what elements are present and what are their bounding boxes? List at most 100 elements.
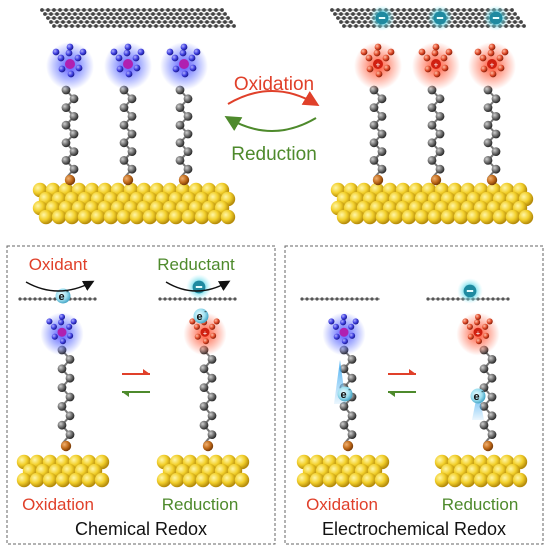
head-atom <box>352 318 359 325</box>
graphene-atom <box>148 8 152 12</box>
graphene-atom <box>70 24 74 28</box>
graphene-atom <box>396 24 400 28</box>
graphene-atom <box>85 12 89 16</box>
electron-label: e <box>196 311 202 323</box>
gold-atom <box>499 472 515 488</box>
carbon-atom <box>347 430 357 439</box>
graphene-atom <box>136 24 140 28</box>
electrochemical-left-gold-surface <box>296 454 390 488</box>
graphene-atom <box>46 16 50 20</box>
graphene-atom <box>420 24 424 28</box>
radical-center <box>179 59 189 69</box>
head-atom <box>423 54 431 62</box>
gold-atom <box>322 472 338 488</box>
graphene-atom <box>516 16 520 20</box>
head-atom <box>466 323 473 330</box>
radical-center <box>431 59 441 69</box>
graphene-atom <box>91 20 95 24</box>
carbon-atom <box>427 138 437 148</box>
graphene-atom <box>168 297 172 301</box>
graphene-atom <box>55 12 59 16</box>
gold-atom <box>453 209 469 225</box>
graphene-atom <box>226 16 230 20</box>
top-right-chain-3 <box>483 85 501 186</box>
head-atom <box>179 49 187 57</box>
electron-label: e <box>473 391 479 403</box>
graphene-atom <box>183 297 187 301</box>
graphene-atom <box>330 8 334 12</box>
carbon-atom <box>207 411 217 421</box>
graphene-atom <box>172 24 176 28</box>
radical-center <box>487 59 497 69</box>
gold-atom <box>94 472 110 488</box>
graphene-atom <box>58 8 62 12</box>
chemical-oxidation-label: Oxidation <box>22 495 94 514</box>
graphene-atom <box>190 24 194 28</box>
graphene-atom <box>208 24 212 28</box>
graphene-atom <box>64 8 68 12</box>
graphene-atom <box>366 16 370 20</box>
gold-atom <box>220 209 236 225</box>
carbon-atom <box>69 94 79 104</box>
graphene-atom <box>79 20 83 24</box>
graphene-atom <box>354 24 358 28</box>
head-atom <box>58 65 66 73</box>
head-atom <box>50 323 57 330</box>
gold-atom <box>81 472 97 488</box>
head-atom <box>341 338 348 345</box>
head-atom <box>79 48 87 56</box>
carbon-atom <box>183 129 193 139</box>
graphene-atom <box>226 24 230 28</box>
graphene-atom <box>342 24 346 28</box>
gold-atom <box>55 472 71 488</box>
graphene-atom <box>423 12 427 16</box>
carbon-atom <box>435 164 445 174</box>
electrochemical-right-transfer-wedge <box>472 390 484 420</box>
graphene-atom <box>88 24 92 28</box>
top-right-anion-3 <box>483 5 509 31</box>
graphene-atom <box>124 8 128 12</box>
gold-atom <box>116 209 132 225</box>
graphene-atom <box>157 20 161 24</box>
carbon-atom <box>65 430 75 439</box>
graphene-atom <box>148 16 152 20</box>
top-left-chain-2 <box>119 85 137 186</box>
head-atom <box>432 43 440 51</box>
head-atom <box>332 323 339 330</box>
redox-headgroups: +++++ <box>40 42 516 356</box>
graphene-atom <box>199 12 203 16</box>
graphene-atom <box>169 12 173 16</box>
carbon-atom <box>207 392 217 402</box>
head-atom <box>66 43 74 51</box>
head-atom <box>474 48 482 56</box>
gold-atom <box>42 472 58 488</box>
graphene-atom <box>130 16 134 20</box>
graphene-atom <box>181 20 185 24</box>
anion-minus <box>436 17 444 19</box>
carbon-atom <box>339 420 349 430</box>
gold-atom <box>16 472 32 488</box>
gold-atom <box>440 209 456 225</box>
graphene-atom <box>408 24 412 28</box>
chemical-right-anion <box>186 274 212 300</box>
graphene-atom <box>73 20 77 24</box>
graphene-atom <box>73 297 77 301</box>
gold-atom <box>129 209 145 225</box>
graphene-atom <box>339 12 343 16</box>
head-atom <box>193 323 200 330</box>
carbon-atom <box>65 373 75 383</box>
head-atom <box>67 332 74 339</box>
gold-atom <box>309 472 325 488</box>
carbon-atom <box>435 147 445 157</box>
top-reduction-label: Reduction <box>231 144 317 165</box>
graphene-atom <box>82 8 86 12</box>
carbon-atom <box>377 112 387 121</box>
graphene-atom <box>48 297 52 301</box>
graphene-atom <box>300 297 304 301</box>
graphene-atom <box>414 16 418 20</box>
carbon-atom <box>435 94 445 104</box>
graphene-atom <box>33 297 37 301</box>
gold-atom <box>64 209 80 225</box>
gold-atom <box>375 209 391 225</box>
graphene-atom <box>61 20 65 24</box>
